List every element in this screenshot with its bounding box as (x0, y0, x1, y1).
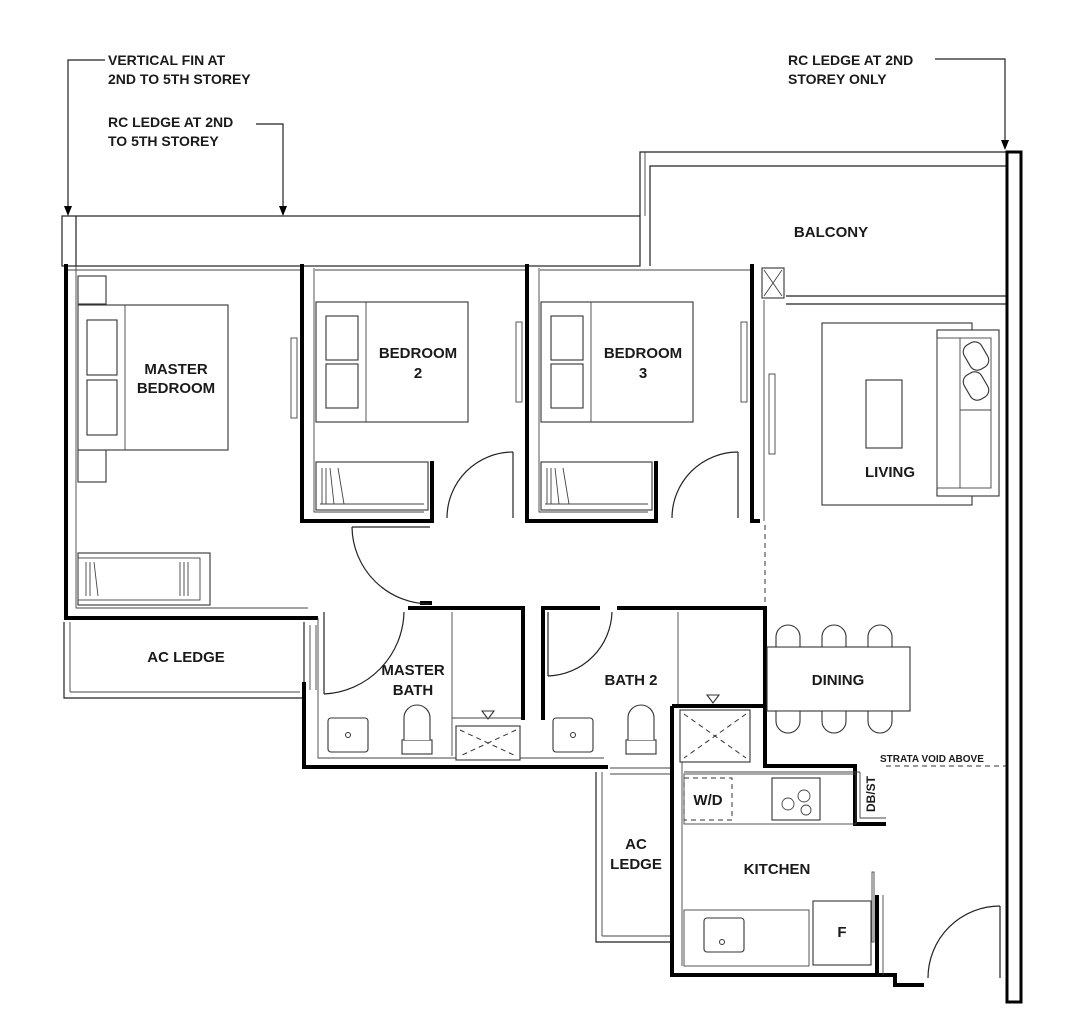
rc-ledge-2-5-leader (256, 123, 284, 212)
ac-ledge-label: AC LEDGE (147, 649, 225, 666)
master-bedroom-label: MASTER (144, 361, 208, 378)
living-left-wall (750, 264, 760, 523)
chair (867, 710, 893, 734)
rc-ledge-2nd-label: STOREY ONLY (788, 71, 887, 87)
ac-ledge-label: AC (625, 836, 647, 853)
vertical-fin-label: VERTICAL FIN AT (108, 52, 226, 68)
bedroom3-door-icon (671, 451, 739, 519)
strata-void-label: STRATA VOID ABOVE (880, 754, 984, 765)
side-table (77, 449, 107, 483)
chair (821, 710, 847, 734)
walls (64, 150, 1023, 1004)
bath-outer-wall (302, 682, 608, 769)
vertical-fin-label: 2ND TO 5TH STOREY (108, 71, 251, 87)
exterior-wall-right (1005, 150, 1023, 1004)
bedroom2-wardrobe (315, 461, 429, 511)
furniture (77, 275, 1000, 967)
vertical-fin-arrow (64, 206, 72, 216)
rc-ledge-label: TO 5TH STOREY (108, 133, 219, 149)
chair (775, 624, 801, 648)
annotation-leaders (64, 58, 1009, 216)
pillow (86, 319, 118, 376)
fridge-icon (812, 900, 872, 966)
vertical-fin-leader (67, 59, 105, 212)
kitchen-counter-bottom (683, 909, 810, 967)
labels: VERTICAL FIN AT 2ND TO 5TH STOREY RC LED… (108, 52, 984, 941)
hob-icon (771, 777, 821, 821)
toilet-icon (627, 704, 655, 740)
kitchen-wall (670, 706, 924, 987)
kitchen-top-wall (672, 704, 886, 826)
toilet-tank (401, 739, 433, 755)
master-bath-label: MASTER (381, 662, 445, 679)
washer-dryer-label: W/D (693, 792, 722, 809)
cushion (962, 371, 990, 401)
cushion (962, 341, 990, 371)
rc-ledge-2nd-arrow (1001, 140, 1009, 150)
chair (775, 710, 801, 734)
pillow (325, 315, 359, 361)
bedroom2-label: 2 (414, 365, 422, 382)
bedroom2-wall (300, 264, 434, 523)
bath2-door-icon (547, 611, 613, 677)
master-bedroom-door-icon (351, 526, 431, 605)
basin-icon (327, 717, 369, 753)
pillow (325, 363, 359, 409)
balcony-label: BALCONY (794, 224, 868, 241)
shower-icon (455, 725, 521, 761)
kitchen-counter-top (683, 773, 857, 825)
bedroom3-label: 3 (639, 365, 647, 382)
bath2-top-wall (617, 606, 767, 718)
windows (290, 267, 1006, 767)
coffee-table (865, 379, 903, 449)
rc-ledge-2nd-leader (935, 58, 1006, 146)
bedroom2-label: BEDROOM (379, 345, 457, 362)
master-wardrobe (77, 552, 211, 606)
fridge-label: F (837, 924, 846, 941)
bath2-label: BATH 2 (604, 672, 657, 689)
master-bath-top-wall (408, 606, 525, 720)
basin-icon (552, 717, 594, 753)
chair (821, 624, 847, 648)
master-bath-label: BATH (393, 682, 434, 699)
ledges (61, 151, 1008, 943)
pillow (550, 315, 584, 361)
master-bath-door-icon (323, 611, 405, 695)
bedroom3-label: BEDROOM (604, 345, 682, 362)
pillow (86, 379, 118, 436)
sink-icon (703, 917, 745, 953)
service-door-icon (927, 905, 1001, 979)
living-label: LIVING (865, 464, 915, 481)
dining-table (766, 646, 911, 712)
bedroom2-door-icon (446, 451, 514, 519)
rc-ledge-2-5-arrow (279, 206, 287, 216)
toilet-icon (403, 704, 431, 740)
dining-label: DINING (812, 672, 865, 689)
db-st-label: DB/ST (864, 775, 878, 812)
rc-ledge-top (61, 215, 641, 267)
chair (867, 624, 893, 648)
rc-ledge-2nd-label: RC LEDGE AT 2ND (788, 52, 913, 68)
side-table (77, 275, 107, 305)
master-bedroom-label: BEDROOM (137, 380, 215, 397)
pillow (550, 363, 584, 409)
kitchen-label: KITCHEN (744, 861, 811, 878)
bedroom3-wall (525, 264, 658, 523)
toilet-tank (625, 739, 657, 755)
ac-ledge-label: LEDGE (610, 856, 662, 873)
doors (323, 451, 1001, 979)
rc-ledge-label: RC LEDGE AT 2ND (108, 114, 233, 130)
bedroom3-wardrobe (540, 461, 653, 511)
master-bedroom-wall (64, 264, 318, 620)
